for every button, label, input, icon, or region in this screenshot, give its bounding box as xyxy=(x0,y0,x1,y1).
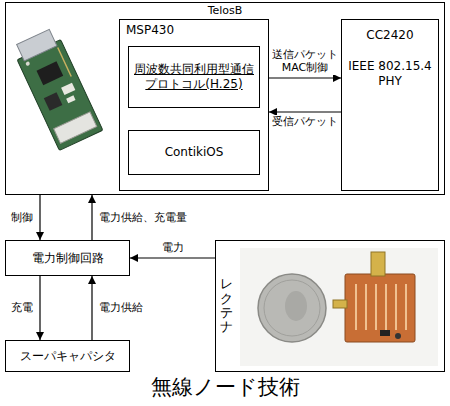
supercapacitor-box: スーパキャパシタ xyxy=(5,340,130,372)
coin-relief xyxy=(285,291,307,321)
antenna-trace xyxy=(58,48,72,77)
box-title: TelosB xyxy=(208,4,243,18)
coin xyxy=(258,274,326,342)
component xyxy=(395,333,401,339)
vertical-label: レクテナ xyxy=(220,277,233,334)
photo-ground xyxy=(240,248,438,366)
chip xyxy=(37,61,64,85)
rectenna-photo xyxy=(240,248,438,366)
power-control-box: 電力制御回路 xyxy=(5,240,130,276)
arrow-connector xyxy=(39,276,40,340)
connector xyxy=(54,112,97,143)
usb-connector xyxy=(17,29,57,61)
rectenna-pcb xyxy=(345,274,415,342)
arrow-connector xyxy=(130,257,215,258)
rectenna-box: レクテナ xyxy=(215,240,445,372)
coin-rim xyxy=(264,280,320,336)
os-box: ContikiOS xyxy=(128,130,260,175)
side-connector xyxy=(333,300,347,308)
edge-label: 制御 xyxy=(10,211,34,225)
edge-label: 受信パケット xyxy=(271,115,339,129)
box-text: 周波数共同利用型通信プロトコル(H.25) xyxy=(133,62,255,92)
sma-connector xyxy=(371,252,385,276)
arrow-connector xyxy=(269,111,341,112)
radio-box: CC2420IEEE 802.15.4 PHY xyxy=(341,19,439,191)
board-frame: TelosB MSP430 周波数共同利用型通信プロトコル(H.25) Contiki… xyxy=(5,2,445,195)
protocol-box: 周波数共同利用型通信プロトコル(H.25) xyxy=(128,46,260,108)
arrow-connector xyxy=(269,77,341,78)
figure-caption: 無線ノード技術 xyxy=(0,376,450,399)
box-text: CC2420 xyxy=(366,28,413,43)
chip xyxy=(44,92,63,111)
box-text: 電力制御回路 xyxy=(32,251,104,266)
diode xyxy=(380,330,390,336)
telosb-board-photo xyxy=(11,27,103,151)
traces xyxy=(356,284,406,330)
box-text: スーパキャパシタ xyxy=(20,349,116,364)
component xyxy=(61,83,75,95)
component xyxy=(66,95,75,103)
arrow-connector xyxy=(39,195,40,240)
edge-label: 電力供給 xyxy=(98,301,144,315)
edge-label: 電力 xyxy=(161,241,185,255)
edge-label: 送信パケット MAC制御 xyxy=(269,48,341,76)
edge-label: 電力供給、充電量 xyxy=(98,211,188,225)
mcu-box: MSP430 周波数共同利用型通信プロトコル(H.25) ContikiOS xyxy=(119,19,269,191)
box-text: IEEE 802.15.4 PHY xyxy=(346,59,434,89)
box-text: ContikiOS xyxy=(165,145,224,160)
box-title: MSP430 xyxy=(126,23,174,38)
edge-label: 充電 xyxy=(10,301,34,315)
arrow-connector xyxy=(91,276,92,340)
led xyxy=(25,61,30,66)
arrow-connector xyxy=(91,195,92,240)
